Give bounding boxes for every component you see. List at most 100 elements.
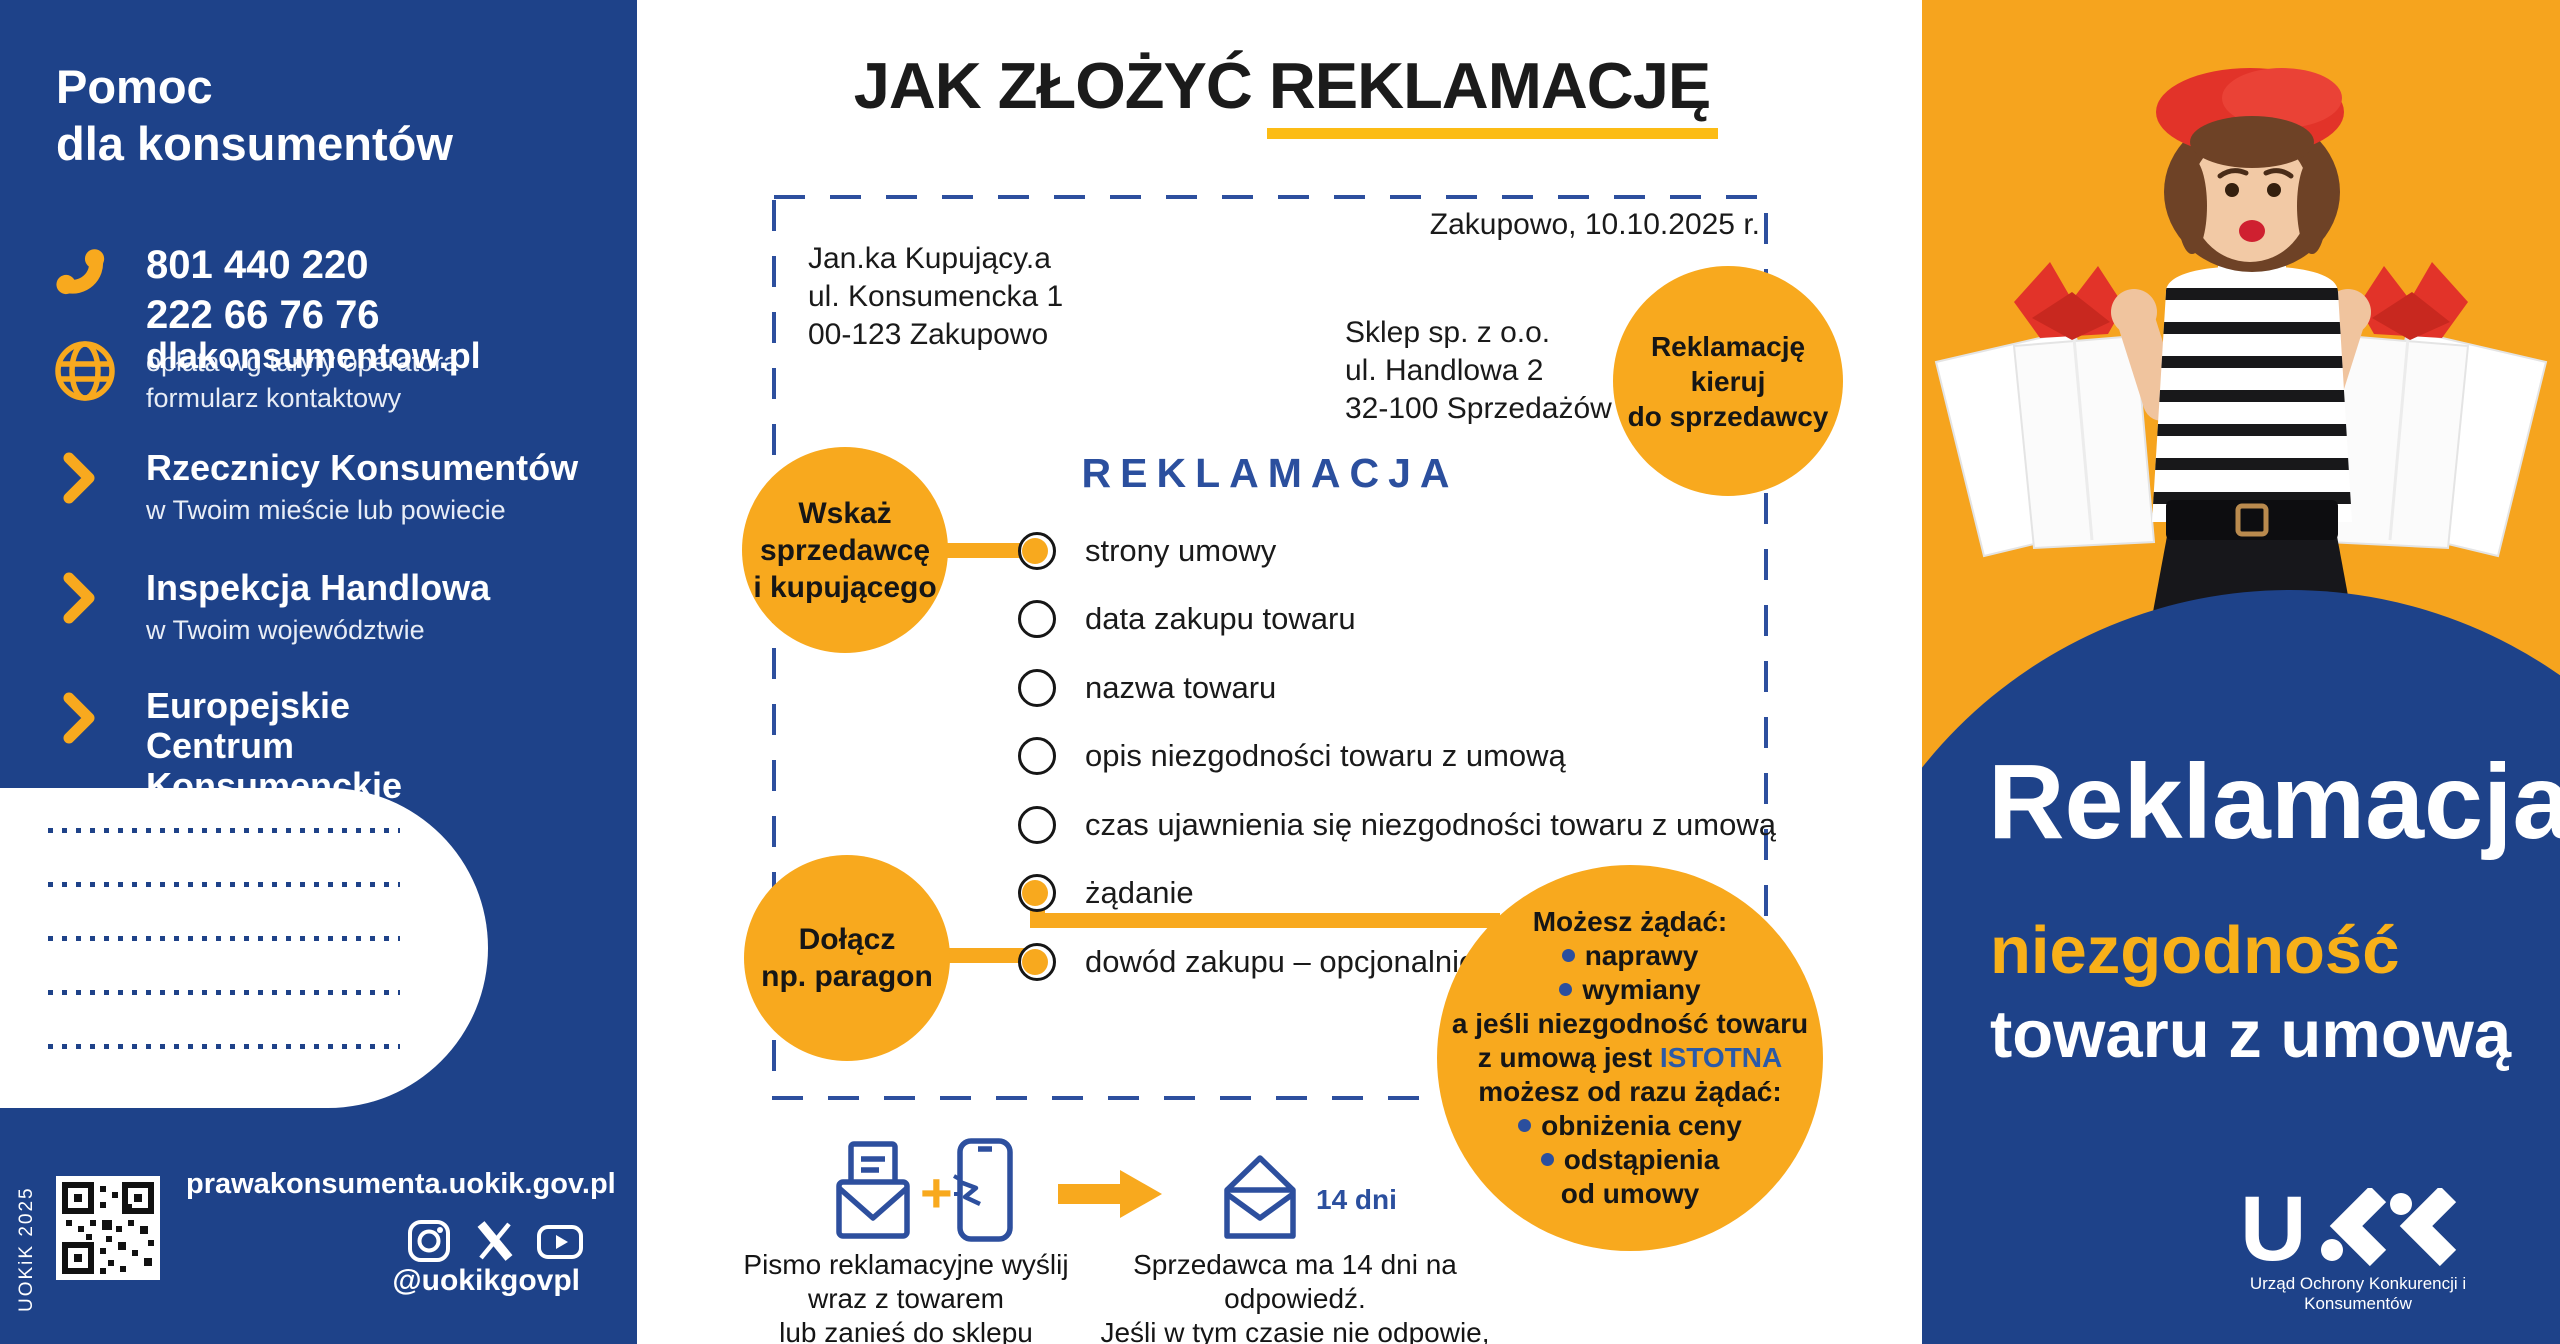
website-label: dlakonsumentow.pl: [146, 335, 481, 376]
main-title-prefix: JAK ZŁOŻYĆ: [853, 49, 1269, 122]
inspekcja-sub: w Twoim województwie: [146, 615, 425, 645]
demand-condition: z umową jest ISTOTNA: [1477, 1042, 1783, 1073]
qr-code: [56, 1176, 160, 1280]
arrow-right-icon: [1058, 1170, 1162, 1218]
callout-line: np. paragon: [761, 960, 933, 993]
demand-option: odstąpienia: [1452, 1143, 1808, 1177]
checklist-item-label: czas ujawnienia się niezgodności towaru …: [1085, 807, 1776, 842]
callout-line: Dołącz: [798, 923, 896, 956]
sidebar-item-inspekcja: Inspekcja Handlowa w Twoim województwie: [146, 568, 586, 646]
demand-condition: możesz od razu żądać:: [1478, 1076, 1782, 1107]
rzecznicy-sub: w Twoim mieście lub powiecie: [146, 495, 506, 525]
bullet-dot-icon: [1518, 1119, 1532, 1132]
phone-number-2: 222 66 76 76: [146, 293, 380, 337]
seller-street: ul. Handlowa 2: [1345, 354, 1544, 387]
days-badge: 14 dni: [1316, 1184, 1397, 1215]
demand-option: naprawy: [1452, 939, 1808, 973]
dotted-line: [48, 990, 400, 995]
callout-parties-circle: Wskaż sprzedawcę i kupującego: [742, 447, 948, 653]
dotted-line: [48, 882, 400, 887]
left-panel: Pomoc dla konsumentów 801 440 220 222 66…: [0, 0, 637, 1344]
bullet-dot-icon: [1561, 949, 1575, 962]
dotted-line: [48, 1044, 400, 1049]
callout-demand-circle: Możesz żądać: naprawy wymiany a jeśli ni…: [1437, 865, 1823, 1251]
buyer-street: ul. Konsumencka 1: [808, 280, 1064, 313]
phone-number-1: 801 440 220: [146, 243, 369, 287]
page-title: Pomoc dla konsumentów: [56, 58, 453, 172]
demand-option: wymiany: [1452, 973, 1808, 1007]
callout-line: i kupującego: [753, 570, 937, 604]
main-title: JAK ZŁOŻYĆ REKLAMACJĘ: [637, 48, 1927, 139]
uokik-logo: U: [2240, 1188, 2457, 1268]
blue-dome: [1922, 590, 2560, 1344]
step-caption-reply: Sprzedawca ma 14 dni na odpowiedź. Jeśli…: [1100, 1249, 1490, 1344]
checklist-item: opis niezgodności towaru z umową: [1018, 737, 1566, 775]
sidebar-item-website: dlakonsumentow.pl formularz kontaktowy: [146, 336, 566, 414]
broken-phone-icon: [953, 1138, 1013, 1242]
demand-accent: ISTOTNA: [1659, 1042, 1783, 1073]
checklist-item-label: dowód zakupu – opcjonalnie: [1085, 944, 1477, 979]
open-envelope-icon: [1224, 1155, 1296, 1239]
sidebar-item-rzecznicy: Rzecznicy Konsumentów w Twoim mieście lu…: [146, 448, 586, 526]
right-heading: Reklamacja: [1988, 743, 2560, 861]
callout-line: Reklamację: [1650, 330, 1806, 362]
chevron-icon: [63, 692, 95, 744]
phone-note: opłata wg taryfy operatora: [146, 347, 459, 377]
callout-line: kieruj: [1690, 365, 1766, 397]
svg-text:U: U: [2240, 1188, 2306, 1268]
callout-seller-circle: Reklamację kieruj do sprzedawcy: [1613, 266, 1843, 496]
bullet-dot-icon: [1559, 983, 1573, 996]
right-subheading-highlight: niezgodność: [1990, 913, 2400, 988]
checkbox-circle-icon: [1018, 737, 1056, 775]
letter-heading: REKLAMACJA: [1081, 450, 1459, 496]
demand-condition: a jeśli niezgodność towaru: [1451, 1008, 1809, 1039]
dotted-line: [48, 828, 400, 833]
x-icon: [477, 1221, 513, 1261]
checklist-item-label: nazwa towaru: [1085, 670, 1277, 705]
notes-area: [0, 788, 488, 1108]
checklist-item: czas ujawnienia się niezgodności towaru …: [1018, 806, 1776, 844]
checklist-item: strony umowy: [1018, 532, 1276, 570]
letter-mail-icon: [836, 1141, 910, 1239]
connector-receipt: [940, 948, 1036, 963]
social-handle: @uokikgovpl: [392, 1264, 580, 1297]
chevron-icon: [63, 572, 95, 624]
dotted-line: [48, 936, 400, 941]
seller-name: Sklep sp. z o.o.: [1345, 316, 1551, 349]
checkbox-circle-icon: [1018, 806, 1056, 844]
checklist-item-label: żądanie: [1085, 875, 1194, 910]
checklist-item: nazwa towaru: [1018, 669, 1276, 707]
checkbox-circle-icon: [1018, 669, 1056, 707]
checklist-item: data zakupu towaru: [1018, 600, 1356, 638]
plus-icon: +: [920, 1161, 953, 1224]
connector-parties: [940, 543, 1036, 558]
footer-website: prawakonsumenta.uokik.gov.pl: [186, 1168, 616, 1200]
checkbox-circle-icon: [1018, 532, 1056, 570]
buyer-name: Jan.ka Kupujący.a: [808, 242, 1051, 275]
chevron-icon: [63, 452, 95, 504]
step-caption-send: Pismo reklamacyjne wyślij wraz z towarem…: [743, 1249, 1069, 1344]
seller-city: 32-100 Sprzedażów: [1345, 392, 1612, 425]
checkbox-circle-icon: [1018, 874, 1056, 912]
uokik-tagline: Urząd Ochrony Konkurencji i Konsumentów: [2249, 1274, 2467, 1313]
connector-demand-horizontal: [1030, 913, 1500, 928]
right-panel: Reklamacja niezgodność towaru z umową U …: [1922, 0, 2560, 1344]
website-sub: formularz kontaktowy: [146, 383, 402, 413]
checklist-item: dowód zakupu – opcjonalnie: [1018, 943, 1476, 981]
checklist-item: żądanie: [1018, 874, 1194, 912]
letter-date: Zakupowo, 10.10.2025 r.: [1429, 208, 1760, 241]
main-title-highlight: REKLAMACJĘ: [1266, 49, 1719, 139]
inspekcja-label: Inspekcja Handlowa: [146, 567, 491, 608]
rzecznicy-label: Rzecznicy Konsumentów: [146, 447, 579, 488]
callout-line: sprzedawcę: [759, 533, 931, 567]
globe-icon: [55, 341, 115, 401]
phone-icon: [56, 249, 105, 295]
checklist-item-label: data zakupu towaru: [1085, 601, 1356, 636]
edition-label: UOKiK 2025: [16, 1186, 37, 1312]
buyer-city: 00-123 Zakupowo: [808, 318, 1049, 351]
instagram-icon: [408, 1220, 450, 1262]
page-title-line2: dla konsumentów: [56, 117, 453, 170]
demand-title: Możesz żądać:: [1532, 906, 1728, 937]
youtube-icon: [537, 1225, 583, 1259]
